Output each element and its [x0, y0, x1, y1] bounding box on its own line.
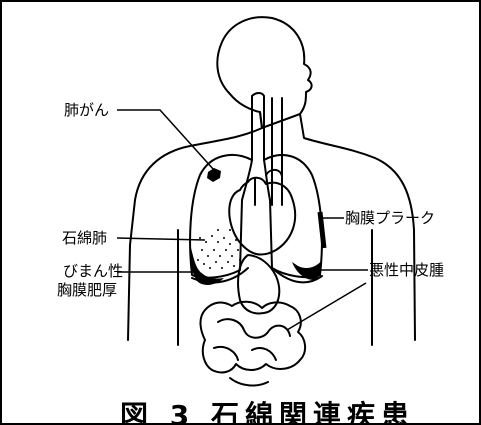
- esophagus: [272, 98, 282, 205]
- label-mesothelioma: 悪性中皮腫: [369, 261, 444, 279]
- figure-caption: 図 3 石綿関連疾患: [120, 392, 420, 425]
- label-diffuse-thickening-1: びまん性: [63, 262, 123, 280]
- torso-right-outline: [300, 114, 415, 340]
- heart: [229, 178, 295, 255]
- label-asbestosis: 石綿肺: [62, 229, 107, 247]
- label-diffuse-thickening-2: 胸膜肥厚: [57, 281, 117, 299]
- label-pleural-plaque: 胸膜プラーク: [345, 209, 435, 227]
- label-lung-cancer: 肺がん: [64, 101, 109, 119]
- leader-intestine: [287, 283, 366, 330]
- lung-cancer-spot: [207, 168, 221, 182]
- leader-lung-cancer: [117, 110, 214, 170]
